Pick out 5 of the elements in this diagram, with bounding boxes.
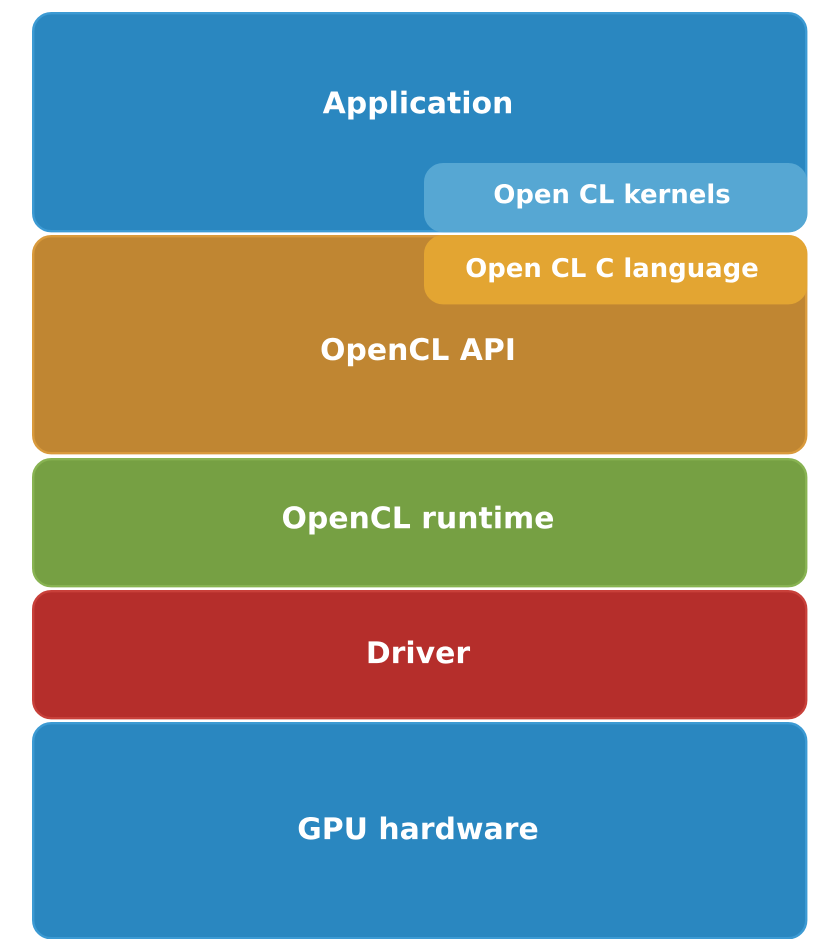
module-box: Open CL kernels — [424, 163, 808, 232]
layer-box: OpenCL runtime — [32, 458, 808, 588]
module-box: Open CL C language — [424, 235, 808, 304]
layer-box: GPU hardware — [32, 722, 808, 939]
layer-box: Driver — [32, 590, 808, 720]
